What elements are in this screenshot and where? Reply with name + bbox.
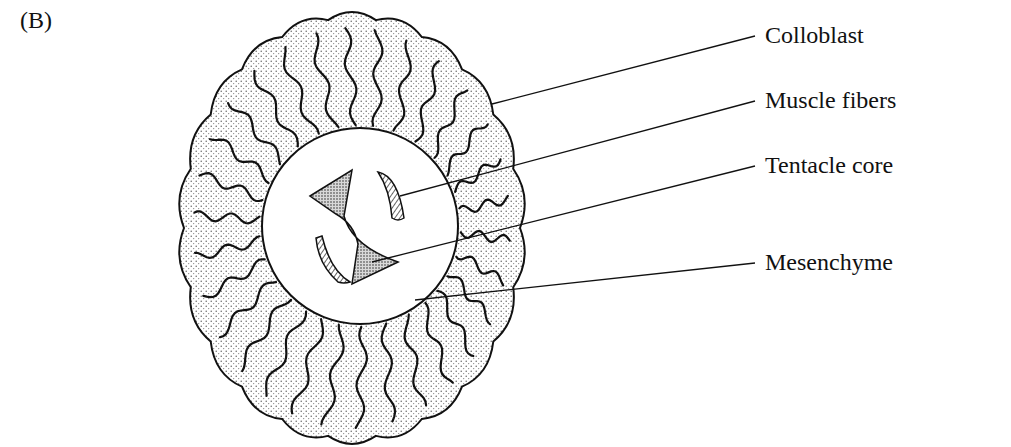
colloblast-symbol: [220, 282, 276, 337]
colloblast-symbol: [356, 327, 367, 428]
colloblast-symbol: [228, 103, 280, 164]
colloblast-symbol: [195, 236, 259, 258]
colloblast-symbol: [242, 300, 291, 371]
part-label: Mesenchyme: [765, 248, 893, 276]
colloblast-symbol: [382, 324, 395, 422]
colloblast-symbols: [195, 28, 510, 428]
part-label: Muscle fibers: [765, 86, 896, 114]
mesenchyme-region: [262, 128, 458, 324]
colloblast-symbol: [435, 91, 468, 158]
colloblast-symbol: [373, 30, 383, 126]
colloblast-symbol: [200, 173, 263, 201]
colloblast-symbol: [254, 71, 297, 147]
colloblast-symbol: [195, 211, 260, 223]
epidermis-outline: [179, 12, 524, 444]
tentacle-core-shape: [310, 170, 398, 284]
colloblast-symbol: [315, 33, 339, 127]
colloblast-symbol: [321, 325, 343, 425]
colloblast-symbol: [437, 291, 473, 356]
muscle-fiber-shape: [316, 236, 350, 283]
colloblast-symbol: [415, 61, 439, 141]
colloblast-symbol: [425, 303, 452, 383]
colloblast-symbol: [405, 315, 427, 406]
colloblast-symbol: [456, 257, 503, 286]
colloblast-symbol: [266, 312, 306, 396]
panel-letter: (B): [20, 6, 52, 34]
colloblast-symbol: [203, 259, 264, 297]
colloblast-symbol: [393, 41, 410, 131]
colloblast-symbol: [292, 319, 323, 413]
colloblast-symbol: [461, 231, 510, 242]
colloblast-symbol: [448, 276, 491, 324]
colloblast-symbol: [210, 139, 269, 183]
leader-lines: [372, 36, 755, 300]
part-label: Colloblast: [765, 21, 864, 49]
colloblast-symbol: [345, 28, 357, 125]
part-label: Tentacle core: [765, 151, 893, 179]
colloblast-symbol: [460, 196, 508, 212]
